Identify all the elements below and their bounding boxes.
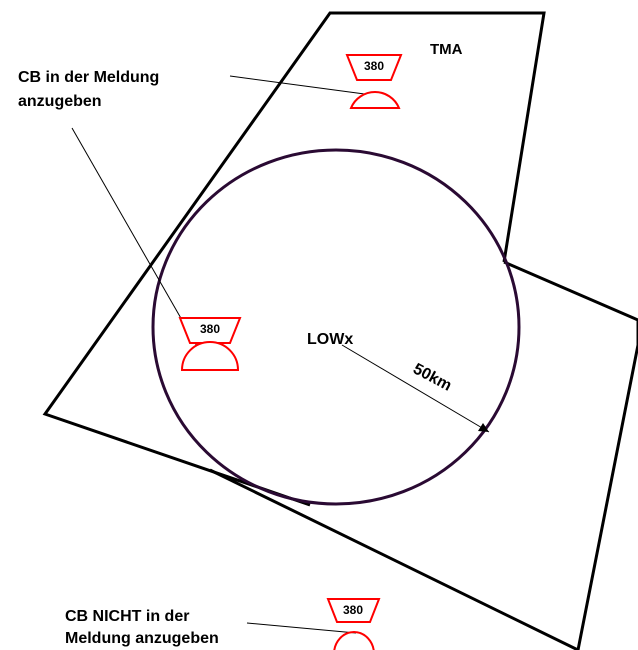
tma-label: TMA [430, 41, 463, 58]
cb-reported-label-line2: anzugeben [18, 93, 102, 110]
cb-symbol-top: 380 [345, 54, 403, 109]
cb-reported-label-line1: CB in der Meldung [18, 69, 159, 86]
airport-label: LOWx [307, 331, 353, 348]
leader-line-bottom [246, 622, 357, 634]
leader-line-left [71, 127, 199, 349]
tma-boundary-lower [503, 260, 638, 650]
cb-top-level: 380 [364, 59, 384, 73]
tma-boundary-upper [42, 11, 546, 507]
radius-arrow-head [478, 423, 489, 432]
leader-line-top [229, 75, 373, 96]
tma-boundary-bottom [209, 468, 579, 650]
radius-arrow-line [341, 344, 490, 433]
radius-circle [151, 148, 521, 506]
cb-symbol-bottom: 380 [326, 598, 381, 650]
cb-not-reported-label-line1: CB NICHT in der [65, 608, 189, 625]
cb-left-level: 380 [200, 322, 220, 336]
cb-not-reported-label-line2: Meldung anzugeben [65, 630, 219, 647]
cb-symbol-left: 380 [178, 317, 242, 371]
cb-bottom-level: 380 [343, 603, 363, 617]
